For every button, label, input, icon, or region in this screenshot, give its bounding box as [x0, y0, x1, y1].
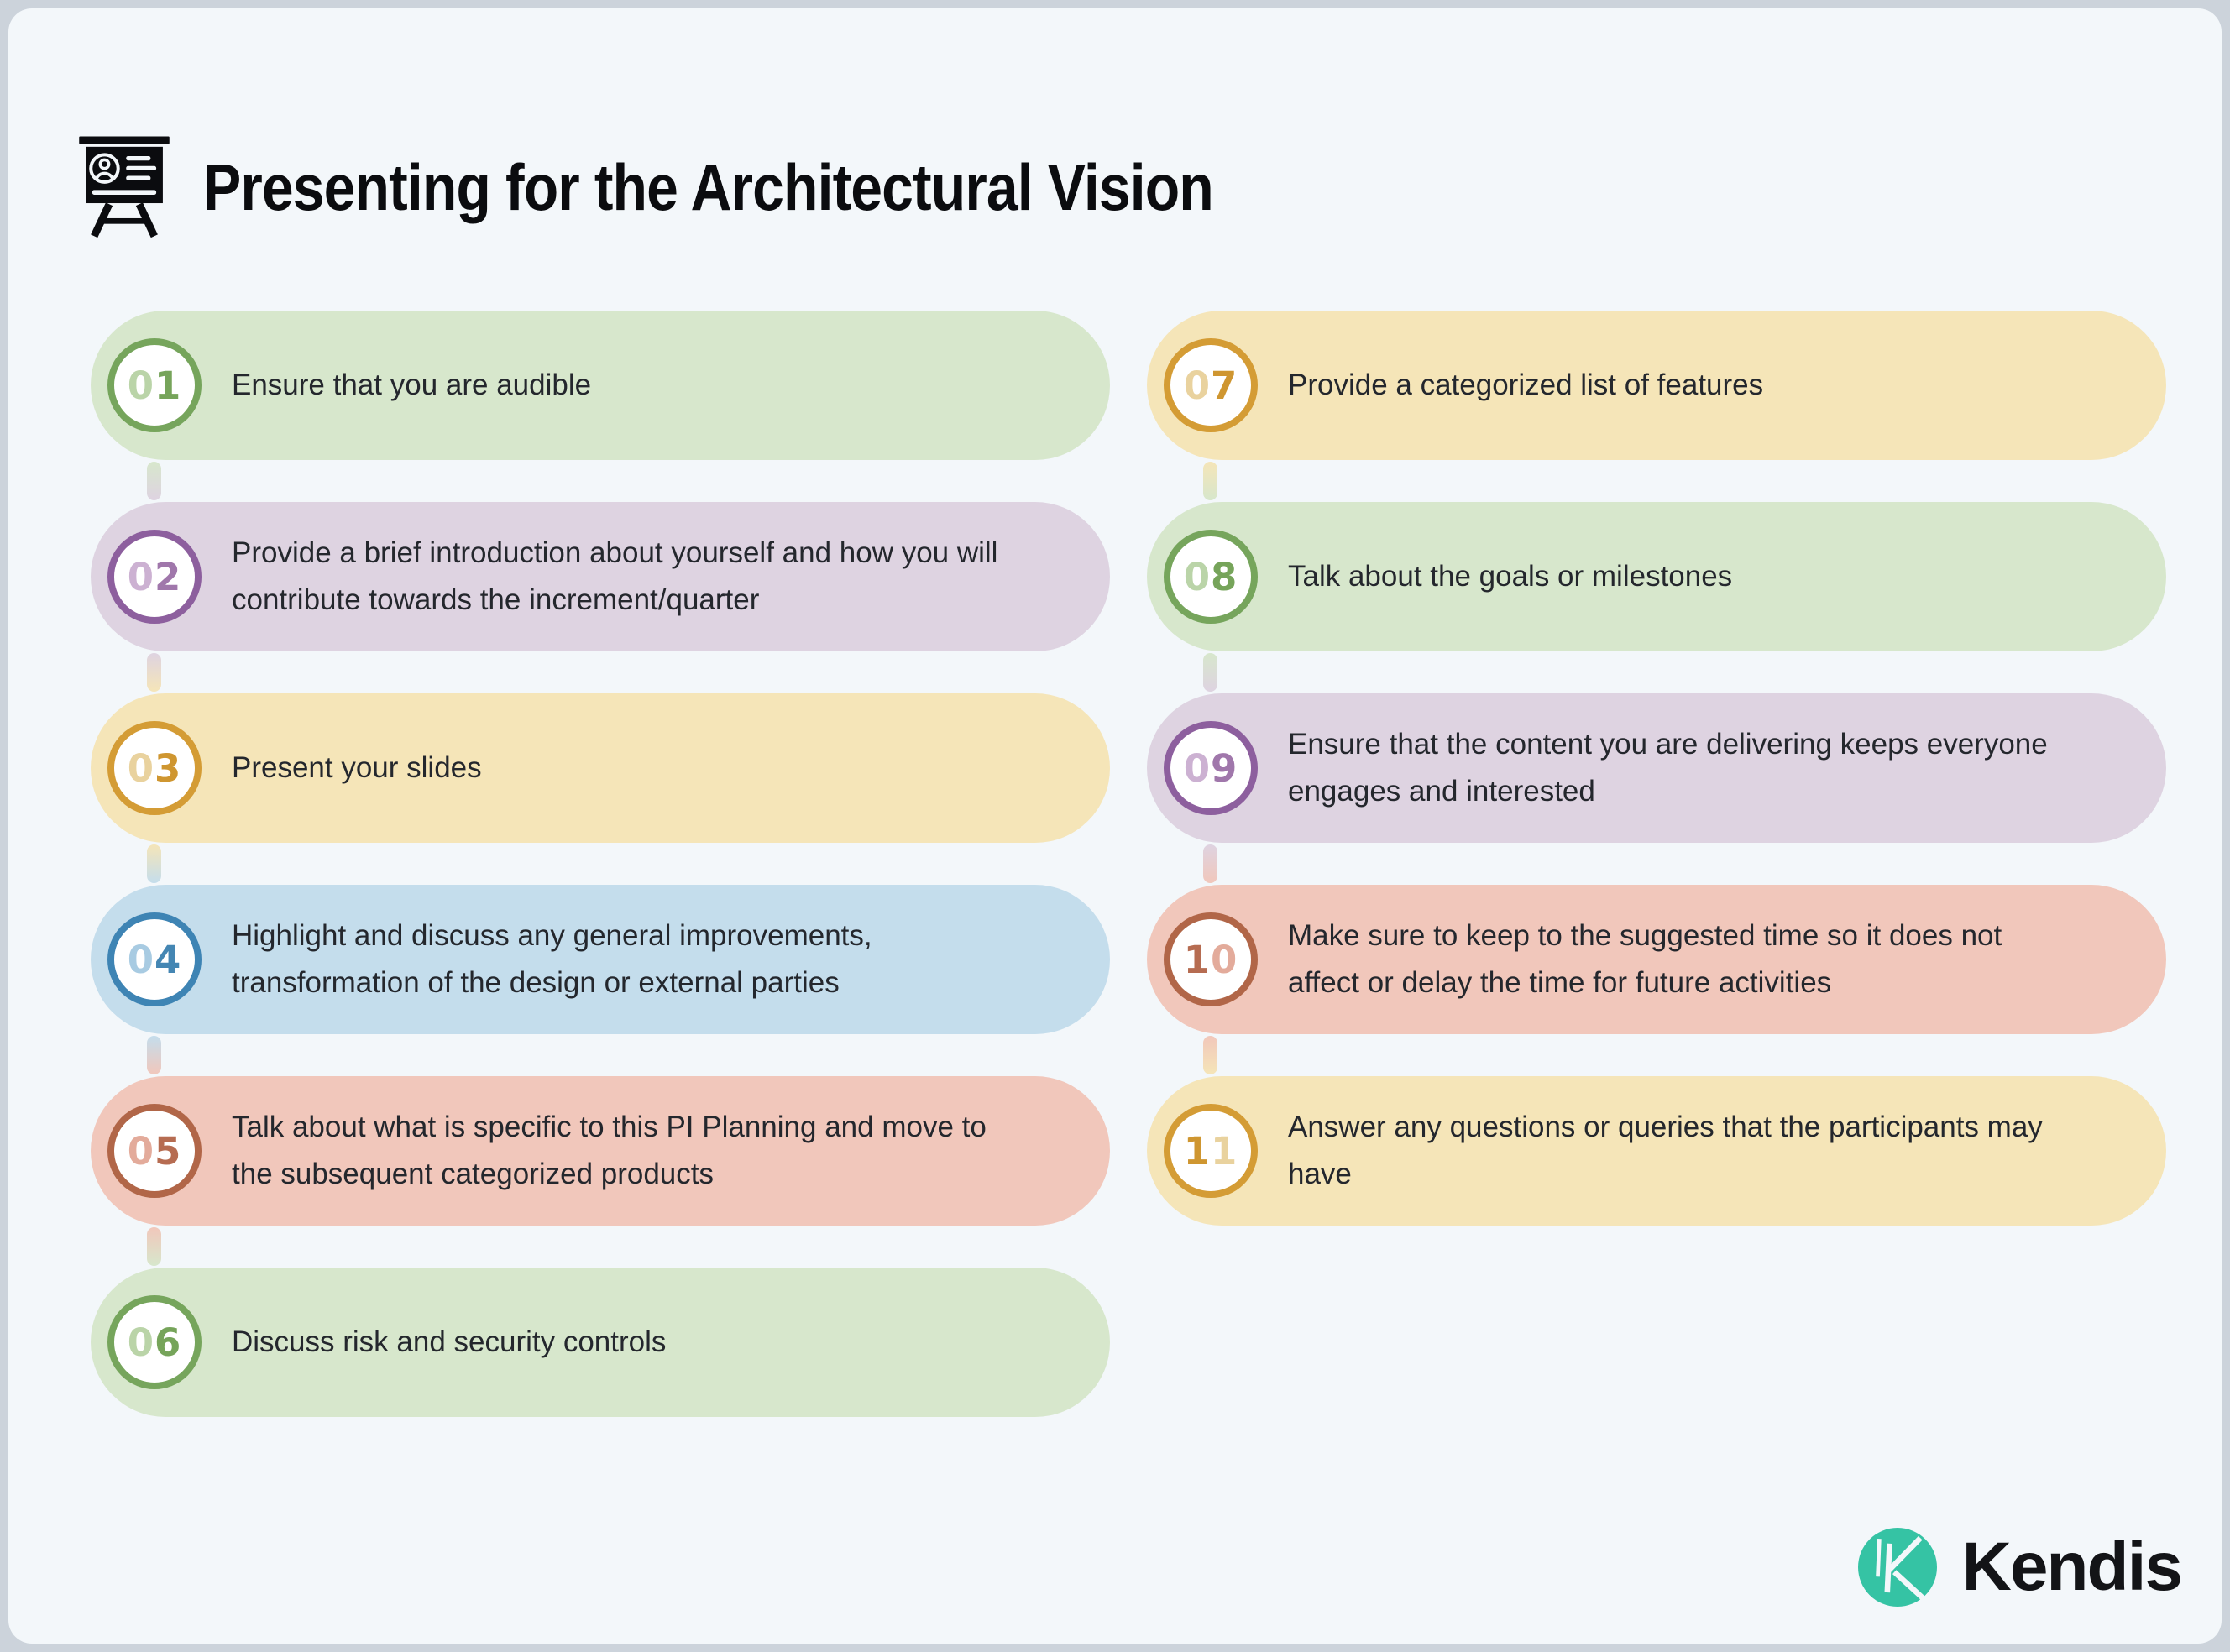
step-number-digit: 0 [127, 937, 154, 982]
infographic-card: Presenting for the Architectural Vision … [8, 8, 2222, 1644]
connector [147, 1036, 161, 1074]
connector [147, 653, 161, 692]
connector [1203, 653, 1217, 692]
step-text: Answer any questions or queries that the… [1288, 1111, 2043, 1190]
step-number-digit: 6 [154, 1320, 182, 1365]
step-number-digit: 0 [1183, 363, 1211, 408]
step-text: Talk about the goals or milestones [1288, 560, 1733, 593]
step-number-digit: 2 [154, 554, 182, 599]
brand-name: Kendis [1961, 1529, 2183, 1605]
step-text: Talk about what is specific to this PI P… [232, 1111, 987, 1190]
connector [147, 1227, 161, 1266]
step-number-digit: 0 [127, 1320, 154, 1365]
step-number-digit: 8 [1211, 554, 1238, 599]
connector [147, 462, 161, 500]
step-number-digit: 0 [127, 1128, 154, 1174]
step-number-digit: 0 [127, 554, 154, 599]
step-number-digit: 0 [127, 363, 154, 408]
step-number-digit: 1 [1211, 1128, 1238, 1174]
step-number-digit: 0 [1183, 745, 1211, 791]
step-number-digit: 5 [154, 1128, 182, 1174]
page-title: Presenting for the Architectural Vision [203, 149, 1214, 224]
step-number-digit: 1 [1183, 937, 1211, 982]
connector [147, 844, 161, 883]
connector [1203, 1036, 1217, 1074]
step-number-digit: 3 [154, 745, 182, 791]
step-text: Ensure that the content you are deliveri… [1288, 728, 2048, 808]
step-number-digit: 4 [154, 937, 182, 982]
header: Presenting for the Architectural Vision [77, 124, 1364, 250]
step-text: Provide a categorized list of features [1288, 369, 1764, 401]
step-number-digit: 0 [1183, 554, 1211, 599]
presentation-board-icon [79, 136, 170, 238]
connector [1203, 462, 1217, 500]
brand-footer: Kendis [1857, 1528, 2183, 1607]
connector [1203, 844, 1217, 883]
step-text: Make sure to keep to the suggested time … [1288, 919, 2002, 999]
step-number-digit: 1 [154, 363, 182, 408]
step-text: Ensure that you are audible [232, 369, 592, 401]
step-text: Highlight and discuss any general improv… [232, 919, 872, 999]
step-number-digit: 0 [1211, 937, 1238, 982]
step-number-digit: 1 [1183, 1128, 1211, 1174]
step-text: Provide a brief introduction about yours… [232, 536, 998, 616]
step-number-digit: 9 [1211, 745, 1238, 791]
step-number-digit: 7 [1211, 363, 1238, 408]
step-text: Present your slides [232, 751, 482, 784]
kendis-logo-icon [1857, 1528, 1937, 1607]
step-text: Discuss risk and security controls [232, 1325, 667, 1358]
step-number-digit: 0 [127, 745, 154, 791]
